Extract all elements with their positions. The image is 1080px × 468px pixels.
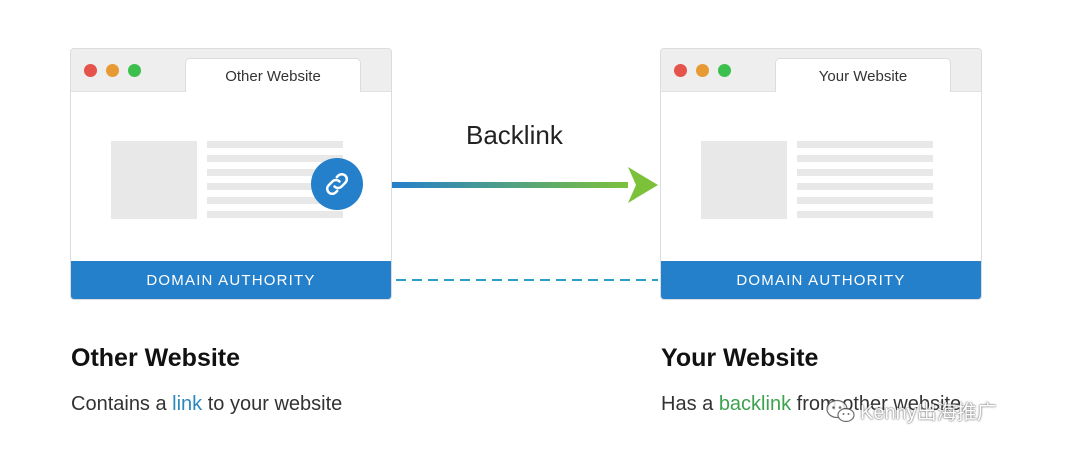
watermark-text: Kenny出海推广	[860, 402, 997, 424]
close-dot-icon	[84, 64, 97, 77]
text-line-placeholder	[207, 155, 343, 162]
your-website-heading: Your Website	[661, 344, 819, 372]
other-website-heading: Other Website	[71, 344, 241, 372]
arrow-head	[628, 167, 658, 203]
description-suffix: to your website	[202, 393, 343, 415]
domain-authority-bar: DOMAIN AUTHORITY	[661, 261, 981, 299]
description-prefix: Contains a	[71, 393, 173, 415]
text-line-placeholder	[797, 197, 933, 204]
text-line-placeholder	[797, 211, 933, 218]
backlink-arrow-icon	[392, 167, 658, 203]
domain-authority-bar: DOMAIN AUTHORITY	[71, 261, 391, 299]
domain-authority-label: DOMAIN AUTHORITY	[736, 272, 906, 289]
browser-titlebar: Your Website	[661, 49, 981, 92]
text-line-placeholder	[797, 169, 933, 176]
minimize-dot-icon	[696, 64, 709, 77]
link-badge	[311, 158, 363, 210]
wechat-icon	[826, 399, 855, 422]
link-icon	[325, 172, 349, 196]
maximize-dot-icon	[128, 64, 141, 77]
browser-tab: Your Website	[775, 58, 951, 92]
watermark: Kenny出海推广	[826, 396, 997, 425]
browser-tab-title: Other Website	[225, 68, 321, 85]
minimize-dot-icon	[106, 64, 119, 77]
backlink-word: backlink	[718, 393, 792, 415]
browser-titlebar: Other Website	[71, 49, 391, 92]
text-line-placeholder	[207, 211, 343, 218]
text-line-placeholder	[797, 155, 933, 162]
image-placeholder	[701, 141, 787, 219]
link-word: link	[172, 393, 203, 415]
other-website-description: Contains a link to your website	[71, 393, 342, 416]
text-line-placeholder	[207, 169, 343, 176]
text-line-placeholder	[797, 183, 933, 190]
text-line-placeholder	[207, 183, 343, 190]
browser-tab: Other Website	[185, 58, 361, 92]
backlink-label: Backlink	[466, 120, 563, 150]
description-prefix: Has a	[661, 393, 719, 415]
text-line-placeholder	[207, 141, 343, 148]
domain-authority-label: DOMAIN AUTHORITY	[146, 272, 316, 289]
arrow-shaft	[392, 182, 628, 188]
close-dot-icon	[674, 64, 687, 77]
text-line-placeholder	[797, 141, 933, 148]
your-website-browser: Your Website DOMAIN AUTHORITY	[660, 48, 982, 300]
browser-tab-title: Your Website	[818, 68, 908, 85]
text-line-placeholder	[207, 197, 343, 204]
authority-dashed-line	[396, 279, 658, 281]
maximize-dot-icon	[718, 64, 731, 77]
image-placeholder	[111, 141, 197, 219]
